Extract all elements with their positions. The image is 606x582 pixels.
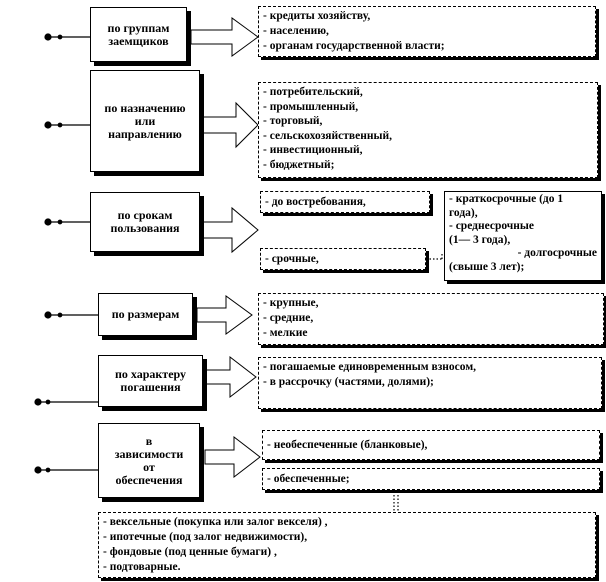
list-item: - краткосрочные (до 1 [449, 193, 564, 205]
connector-dot [57, 34, 63, 40]
item-box: - обеспеченные; [262, 468, 600, 490]
connector-dot [45, 467, 51, 473]
category-label: направлению [108, 126, 182, 141]
item-box: - срочные, [260, 248, 426, 270]
block-arrow [190, 17, 259, 57]
category-label: от [143, 459, 155, 474]
sub-items-box: - краткосрочные (до 1 года), - среднесро… [444, 191, 602, 281]
connector-dot [44, 121, 52, 129]
list-item: - необеспеченные (бланковые), [267, 438, 428, 451]
category-label: в [145, 433, 153, 448]
connector-dot [45, 399, 51, 405]
category-label: заемщиков [108, 33, 169, 48]
category-label: обеспечения [115, 472, 183, 487]
items-box: - кредиты хозяйству, - населению, - орга… [258, 6, 596, 57]
list-item: - вексельные (покупка или залог векселя)… [103, 516, 328, 528]
list-item: - мелкие [263, 327, 308, 339]
connector-dot [34, 466, 42, 474]
list-item: - населению, [263, 25, 329, 37]
list-item: - среднесрочные [449, 220, 534, 232]
connector-dot [44, 33, 52, 41]
list-item: - кредиты хозяйству, [263, 10, 371, 22]
category-label: по характеру [114, 367, 187, 381]
block-arrow [202, 355, 257, 399]
category-label: по назначению [104, 100, 186, 115]
connector-dot [34, 398, 42, 406]
connector-dot [44, 311, 52, 319]
connector-dot [44, 218, 52, 226]
category-box: по группам заемщиков [90, 7, 187, 62]
list-item: - потребительский, [263, 86, 363, 98]
items-box: - погашаемые единовременным взносом, - в… [258, 357, 602, 409]
list-item: - сельскохозяйственный, [263, 129, 392, 142]
list-item: (1— 3 года), [449, 233, 511, 246]
list-item: - торговый, [263, 115, 323, 127]
category-label: пользования [110, 221, 180, 235]
category-box: по срокам пользования [90, 192, 200, 252]
category-label: или [134, 113, 156, 128]
list-item: - крупные, [263, 297, 319, 309]
block-arrow [202, 101, 259, 149]
category-label: по срокам [117, 208, 173, 222]
list-item: - обеспеченные; [267, 472, 350, 485]
list-item: - ипотечные (под залог недвижимости), [103, 531, 308, 543]
category-box: по размерам [98, 293, 193, 336]
list-item: (свыше 3 лет); [449, 260, 525, 273]
category-box: по назначению или направлению [90, 70, 200, 172]
list-item: - органам государственной власти; [263, 40, 445, 52]
category-box: в зависимости от обеспечения [98, 423, 200, 498]
list-item: - фондовые (под ценные бумаги) , [103, 546, 277, 558]
connector-dot [57, 122, 63, 128]
items-box: - потребительский, - промышленный, - тор… [258, 82, 598, 178]
list-item: - в рассрочку (частями, долями); [263, 376, 434, 388]
category-label: по группам [107, 20, 170, 35]
connector-dot [57, 219, 63, 225]
connector-dot [57, 312, 63, 318]
list-item: - срочные, [265, 252, 319, 265]
list-item: - инвестиционный, [263, 144, 363, 156]
list-item: - бюджетный; [263, 158, 335, 171]
list-item: года), [449, 206, 478, 219]
block-arrow [202, 206, 259, 254]
items-box: - крупные, - средние, - мелкие [258, 293, 604, 345]
block-arrow [204, 435, 261, 479]
list-item: - подтоварные. [103, 561, 181, 573]
category-label: по размерам [111, 307, 180, 321]
list-item: - средние, [263, 312, 314, 324]
sub-items-box: - вексельные (покупка или залог векселя)… [98, 512, 596, 578]
item-box: - необеспеченные (бланковые), [262, 430, 600, 460]
block-arrow [196, 295, 253, 335]
category-label: зависимости [114, 446, 184, 461]
category-box: по характеру погашения [98, 355, 203, 407]
list-item: - долгосрочные [517, 247, 597, 259]
list-item: - до востребования, [265, 195, 366, 208]
list-item: - промышленный, [263, 100, 359, 113]
category-label: погашения [120, 380, 181, 394]
item-box: - до востребования, [260, 191, 430, 213]
list-item: - погашаемые единовременным взносом, [263, 361, 477, 373]
